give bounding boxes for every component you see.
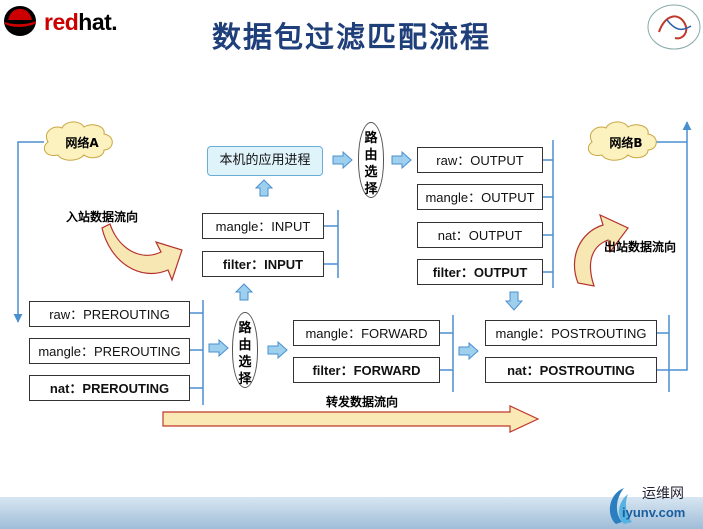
network-b-label: 网络B bbox=[609, 136, 643, 150]
nat-output-box: nat：OUTPUT bbox=[417, 222, 543, 248]
forward-flow-arrow bbox=[162, 405, 540, 433]
watermark-cn: 运维网 bbox=[642, 486, 684, 502]
raw-prerouting-box: raw：PREROUTING bbox=[29, 301, 190, 327]
page-title: 数据包过滤匹配流程 bbox=[211, 20, 491, 54]
filter-forward-box: filter：FORWARD bbox=[293, 357, 440, 383]
route-choice-top: 路由选择 bbox=[358, 122, 384, 198]
outbound-flow-label: 出站数据流向 bbox=[604, 240, 677, 254]
nat-prerouting-box: nat：PREROUTING bbox=[29, 375, 190, 401]
filter-output-box: filter：OUTPUT bbox=[417, 259, 543, 285]
mangle-output-box: mangle：OUTPUT bbox=[417, 184, 543, 210]
app-process-box: 本机的应用进程 bbox=[207, 146, 323, 176]
mangle-postrouting-box: mangle：POSTROUTING bbox=[485, 320, 657, 346]
redhat-hat-icon bbox=[4, 6, 36, 36]
mangle-prerouting-box: mangle：PREROUTING bbox=[29, 338, 190, 364]
filter-input-box: filter：INPUT bbox=[202, 251, 324, 277]
inbound-curved-arrow bbox=[101, 223, 183, 282]
superthink-seal-icon bbox=[647, 4, 701, 50]
watermark-en: iyunv.com bbox=[622, 505, 686, 520]
iyunv-logo-icon bbox=[609, 488, 632, 524]
mangle-forward-box: mangle：FORWARD bbox=[293, 320, 440, 346]
network-a-cloud bbox=[43, 121, 113, 161]
redhat-logo: redhat. bbox=[2, 3, 132, 37]
mangle-input-box: mangle：INPUT bbox=[202, 213, 324, 239]
forward-flow-label: 转发数据流向 bbox=[326, 395, 399, 409]
brand-name: redhat. bbox=[44, 9, 118, 35]
outbound-curved-arrow bbox=[573, 213, 629, 287]
route-choice-bottom: 路由选择 bbox=[232, 312, 258, 388]
nat-postrouting-box: nat：POSTROUTING bbox=[485, 357, 657, 383]
raw-output-box: raw：OUTPUT bbox=[417, 147, 543, 173]
footer-bar bbox=[0, 497, 703, 529]
network-a-label: 网络A bbox=[65, 136, 99, 150]
inbound-flow-label: 入站数据流向 bbox=[66, 210, 139, 224]
network-b-cloud bbox=[587, 121, 657, 161]
